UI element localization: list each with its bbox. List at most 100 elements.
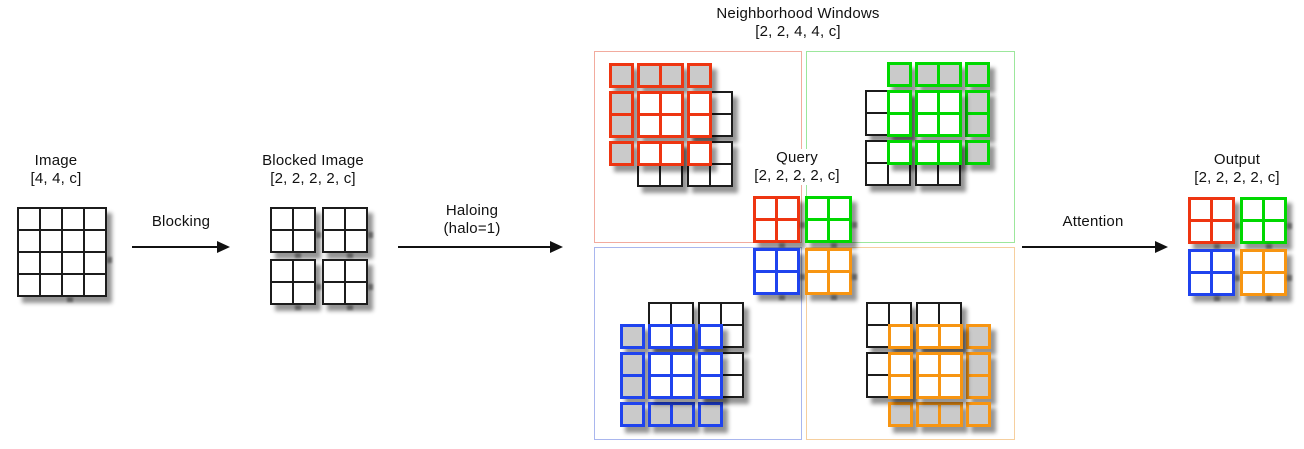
haloing-arrow-line	[398, 246, 553, 248]
haloing-label-line1: Haloing	[445, 202, 499, 219]
grid-cell	[346, 283, 366, 303]
grid-cell	[890, 93, 909, 112]
query-title: Query [2, 2, 2, 2, c]	[751, 149, 843, 185]
grid-cell	[640, 94, 659, 113]
grid-cell	[918, 143, 937, 162]
output-title: Output [2, 2, 2, 2, c]	[1194, 151, 1280, 187]
grid-cell	[919, 377, 938, 396]
grid-cell	[867, 114, 887, 134]
halo-pad-red	[637, 63, 684, 88]
query-block-blue	[753, 248, 800, 295]
grid-cell	[1191, 222, 1210, 241]
blocked-image-title-text: Blocked Image	[262, 152, 364, 169]
grid-cell	[1243, 200, 1262, 219]
grid-cell	[85, 231, 105, 251]
grid-cell	[640, 116, 659, 135]
image-grid	[17, 207, 107, 297]
grid-cell	[1265, 222, 1284, 241]
grid-cell	[778, 251, 797, 270]
window-cells-green	[915, 140, 962, 165]
grid-cell	[63, 209, 83, 229]
grid-cell	[868, 354, 888, 374]
window-cells-orange	[888, 324, 913, 349]
grid-cell	[651, 405, 670, 424]
halo-pad-orange	[966, 324, 991, 349]
neighborhood-windows-title-text: Neighborhood Windows	[716, 5, 880, 22]
query-title-text: Query	[776, 149, 818, 166]
grid-cell	[868, 326, 888, 346]
blocked-image-title: Blocked Image [2, 2, 2, 2, c]	[262, 152, 364, 188]
grid-cell	[673, 327, 692, 346]
grid-cell	[19, 231, 39, 251]
haloing-label: Haloing (halo=1)	[443, 202, 500, 238]
grid-cell	[1213, 252, 1232, 271]
grid-cell	[294, 283, 314, 303]
grid-cell	[19, 209, 39, 229]
grid-cell	[1265, 252, 1284, 271]
grid-cell	[808, 273, 827, 292]
neighborhood-windows-title: Neighborhood Windows [2, 2, 4, 4, c]	[716, 5, 879, 41]
quadrant-box-green	[806, 51, 1015, 243]
grid-cell	[294, 231, 314, 251]
quadrant-box-blue	[594, 247, 802, 440]
grid-cell	[711, 143, 731, 163]
grid-cell	[346, 231, 366, 251]
grid-cell	[890, 304, 910, 324]
grid-cell	[808, 251, 827, 270]
grid-cell	[1191, 200, 1210, 219]
grid-cell	[639, 165, 659, 185]
grid-cell	[778, 221, 797, 240]
grid-cell	[41, 253, 61, 273]
grid-cell	[867, 92, 887, 112]
grid-cell	[722, 354, 742, 374]
grid-cell	[808, 199, 827, 218]
grid-cell	[890, 115, 909, 134]
grid-cell	[941, 327, 960, 346]
grid-cell	[701, 327, 720, 346]
grid-cell	[890, 65, 909, 84]
grid-cell	[650, 304, 670, 324]
grid-cell	[41, 231, 61, 251]
grid-cell	[919, 355, 938, 374]
grid-cell	[919, 327, 938, 346]
grid-cell	[778, 273, 797, 292]
grid-cell	[612, 116, 631, 135]
attention-label-text: Attention	[1062, 213, 1124, 230]
grid-cell	[701, 355, 720, 374]
grid-cell	[651, 327, 670, 346]
blocked-image-dims-text: [2, 2, 2, 2, c]	[270, 170, 356, 187]
grid-cell	[272, 261, 292, 281]
halo-pad-red	[687, 63, 712, 88]
grid-cell	[756, 199, 775, 218]
grid-cell	[722, 326, 742, 346]
halo-pad-green	[887, 62, 912, 87]
halo-pad-blue	[620, 352, 645, 399]
grid-cell	[272, 283, 292, 303]
grid-cell	[63, 253, 83, 273]
grid-cell	[830, 199, 849, 218]
quadrant-box-red	[594, 51, 802, 243]
grid-cell	[939, 164, 959, 184]
output-block-blue	[1188, 249, 1235, 296]
blocked-image-block-3	[322, 259, 368, 305]
halo-pad-red	[609, 63, 634, 88]
grid-cell	[294, 261, 314, 281]
grid-cell	[756, 273, 775, 292]
halo-pad-blue	[648, 402, 695, 427]
grid-cell	[1265, 200, 1284, 219]
grid-cell	[623, 355, 642, 374]
grid-cell	[968, 65, 987, 84]
grid-cell	[19, 275, 39, 295]
window-cells-green	[887, 140, 912, 165]
grid-cell	[1213, 200, 1232, 219]
window-cells-blue	[698, 352, 723, 399]
halo-pad-blue	[620, 402, 645, 427]
grid-cell	[673, 377, 692, 396]
grid-cell	[756, 221, 775, 240]
halo-pad-green	[965, 140, 990, 165]
grid-cell	[701, 377, 720, 396]
grid-cell	[690, 66, 709, 85]
grid-cell	[690, 94, 709, 113]
output-block-red	[1188, 197, 1235, 244]
haloing-arrow-head	[550, 241, 563, 253]
